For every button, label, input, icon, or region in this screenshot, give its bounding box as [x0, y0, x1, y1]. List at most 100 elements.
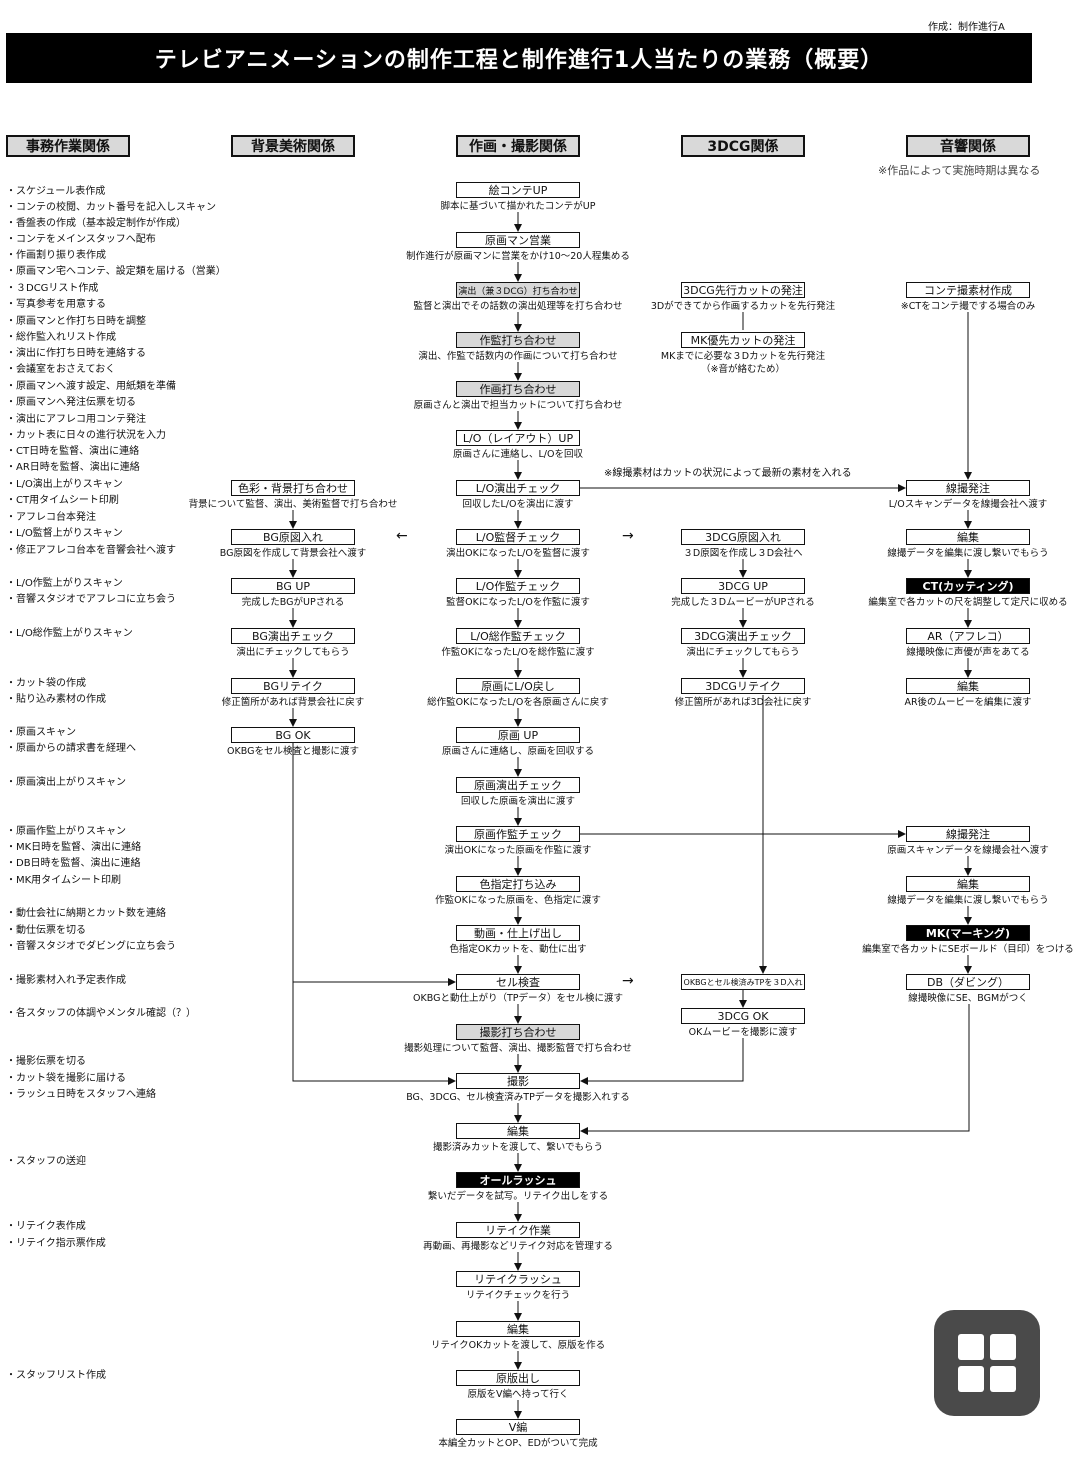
- cg-step-box: 3DCGリテイク: [681, 678, 805, 694]
- admin-task-item: ・原画マン宅へコンテ、設定類を届ける（営業）: [6, 266, 226, 277]
- sound-step-box: CT(カッティング): [906, 578, 1030, 594]
- main-step-box: 原版出し: [456, 1370, 580, 1386]
- main-step-description: 原版をV編へ持って行く: [467, 1389, 569, 1400]
- main-step-box: 作監打ち合わせ: [456, 332, 580, 348]
- main-step-description: 制作進行が原画マンに営業をかけ10～20人程集める: [406, 251, 630, 262]
- cg-step-description: OKムービーを撮影に渡す: [688, 1027, 798, 1038]
- admin-task-item: ・リテイク指示票作成: [6, 1238, 106, 1249]
- sound-step-description: 線撮映像にSE、BGMがつく: [908, 993, 1028, 1004]
- admin-task-item: ・MK用タイムシート印刷: [6, 875, 121, 886]
- sound-step-description: 線撮映像に声優が声をあてる: [906, 647, 1030, 658]
- lines-material-note: ※線撮素材はカットの状況によって最新の素材を入れる: [604, 468, 852, 479]
- main-step-box: 原画作監チェック: [456, 826, 580, 842]
- admin-task-item: ・貼り込み素材の作成: [6, 694, 106, 705]
- column-header-sound: 音響関係: [906, 135, 1030, 157]
- admin-task-item: ・ラッシュ日時をスタッフへ連絡: [6, 1089, 156, 1100]
- main-step-description: 演出OKになったL/Oを監督に渡す: [446, 548, 590, 559]
- cg-step-description: 修正箇所があれば3D会社に戻す: [674, 697, 812, 708]
- connector-arrow: [580, 1038, 744, 1085]
- admin-task-item: ・総作監入れリスト作成: [6, 332, 116, 343]
- main-step-box: 撮影: [456, 1073, 580, 1089]
- main-step-description: 監督と演出でその話数の演出処理等を打ち合わせ: [413, 301, 623, 312]
- grid-menu-button[interactable]: [934, 1310, 1040, 1416]
- admin-task-item: ・カット袋の作成: [6, 678, 86, 689]
- page-title: テレビアニメーションの制作工程と制作進行1人当たりの業務（概要）: [6, 33, 1032, 83]
- cg-step-box: OKBGとセル検済みTPを３D入れ: [681, 974, 805, 990]
- main-step-description: 撮影済みカットを渡して、繋いでもらう: [433, 1142, 603, 1153]
- main-step-box: L/O作監チェック: [456, 578, 580, 594]
- bg-step-box: BG OK: [231, 727, 355, 743]
- main-step-description: 再動画、再撮影などリテイク対応を管理する: [423, 1241, 613, 1252]
- bg-step-box: BG演出チェック: [231, 628, 355, 644]
- admin-task-item: ・原画からの請求書を経理へ: [6, 743, 136, 754]
- admin-task-item: ・撮影伝票を切る: [6, 1056, 86, 1067]
- main-step-box: 原画マン営業: [456, 232, 580, 248]
- admin-task-item: ・写真参考を用意する: [6, 299, 106, 310]
- admin-task-item: ・動仕伝票を切る: [6, 925, 86, 936]
- sound-step-box: 編集: [906, 529, 1030, 545]
- cg-step-box: 3DCG OK: [681, 1008, 805, 1024]
- connector-arrow: [580, 1004, 970, 1135]
- admin-task-item: ・音響スタジオでダビングに立ち会う: [6, 941, 176, 952]
- admin-task-item: ・MK日時を監督、演出に連絡: [6, 842, 142, 853]
- admin-task-item: ・作画割り振り表作成: [6, 250, 106, 261]
- admin-task-item: ・原画作監上がりスキャン: [6, 826, 126, 837]
- cg-step-box: 3DCG UP: [681, 578, 805, 594]
- cg-step-description: MKまでに必要な３Dカットを先行発注: [660, 351, 826, 362]
- admin-task-item: ・原画マンへ発注伝票を切る: [6, 397, 136, 408]
- admin-task-item: ・AR日時を監督、演出に連絡: [6, 462, 140, 473]
- sound-step-box: コンテ撮素材作成: [906, 282, 1030, 298]
- main-step-box: L/O監督チェック: [456, 529, 580, 545]
- admin-task-item: ・L/O総作監上がりスキャン: [6, 628, 133, 639]
- sound-step-description: 線撮データを編集に渡し繋いでもらう: [887, 895, 1049, 906]
- main-step-description: 原画さんに連絡し、原画を回収する: [441, 746, 595, 757]
- main-step-description: 色指定OKカットを、動仕に出す: [449, 944, 587, 955]
- main-step-description: 原画さんに連絡し、L/Oを回収: [453, 449, 583, 460]
- bg-step-box: BG原図入れ: [231, 529, 355, 545]
- sound-step-description: 編集室で各カットにSEボールド（目印）をつける: [862, 944, 1074, 955]
- admin-task-item: ・撮影素材入れ予定表作成: [6, 975, 126, 986]
- bg-step-description: 完成したBGがUPされる: [241, 597, 345, 608]
- admin-task-item: ・会議室をおさえておく: [6, 364, 116, 375]
- main-step-description: 本編全カットとOP、EDがついて完成: [438, 1438, 598, 1449]
- bg-step-description: 修正箇所があれば背景会社に戻す: [221, 697, 365, 708]
- main-step-description: 演出、作監で話数内の作画について打ち合わせ: [418, 351, 618, 362]
- bg-step-box: BG UP: [231, 578, 355, 594]
- author-credit: 作成：制作進行A: [928, 22, 1005, 33]
- main-step-box: L/O（レイアウト）UP: [456, 430, 580, 446]
- main-step-box: オールラッシュ: [456, 1172, 580, 1188]
- admin-task-item: ・アフレコ台本発注: [6, 512, 96, 523]
- sound-step-description: L/Oスキャンデータを線撮会社へ渡す: [888, 499, 1048, 510]
- admin-task-item: ・演出にアフレコ用コンテ発注: [6, 414, 146, 425]
- column-header-bg: 背景美術関係: [231, 135, 355, 157]
- arrow-left-icon: ←: [396, 528, 408, 544]
- admin-task-item: ・修正アフレコ台本を音響会社へ渡す: [6, 545, 176, 556]
- admin-task-item: ・L/O監督上がりスキャン: [6, 528, 123, 539]
- sound-step-box: 線撮発注: [906, 480, 1030, 496]
- cg-step-description: 3Dができてから作画するカットを先行発注: [650, 301, 836, 312]
- main-step-description: 回収した原画を演出に渡す: [460, 796, 576, 807]
- sound-step-description: ※CTをコンテ撮でする場合のみ: [900, 301, 1036, 312]
- bg-step-description: 演出にチェックしてもらう: [236, 647, 350, 658]
- admin-task-item: ・CT用タイムシート印刷: [6, 495, 119, 506]
- main-step-box: 動画・仕上げ出し: [456, 925, 580, 941]
- admin-task-item: ・各スタッフの体調やメンタル確認（？）: [6, 1008, 196, 1019]
- main-step-description: 繋いだデータを試写。リテイク出しをする: [427, 1191, 609, 1202]
- admin-task-item: ・L/O作監上がりスキャン: [6, 578, 123, 589]
- main-step-box: L/O総作監チェック: [456, 628, 580, 644]
- sound-step-description: 線撮データを編集に渡し繋いでもらう: [887, 548, 1049, 559]
- main-step-description: 作監OKになった原画を、色指定に渡す: [435, 895, 601, 906]
- admin-task-item: ・原画マンへ渡す設定、用紙類を準備: [6, 381, 176, 392]
- arrow-right-icon: →: [622, 973, 634, 989]
- main-step-box: L/O演出チェック: [456, 480, 580, 496]
- main-step-box: 作画打ち合わせ: [456, 381, 580, 397]
- column-header-3dcg: 3DCG関係: [681, 135, 805, 157]
- admin-task-item: ・コンテをメインスタッフへ配布: [6, 234, 156, 245]
- arrow-right-icon: →: [622, 528, 634, 544]
- admin-task-item: ・スケジュール表作成: [6, 186, 106, 197]
- main-step-description: リテイクOKカットを渡して、原版を作る: [430, 1340, 606, 1351]
- cg-step-description-note: （※音が絡むため）: [701, 364, 785, 375]
- bg-step-box: BGリテイク: [231, 678, 355, 694]
- admin-task-item: ・原画スキャン: [6, 727, 76, 738]
